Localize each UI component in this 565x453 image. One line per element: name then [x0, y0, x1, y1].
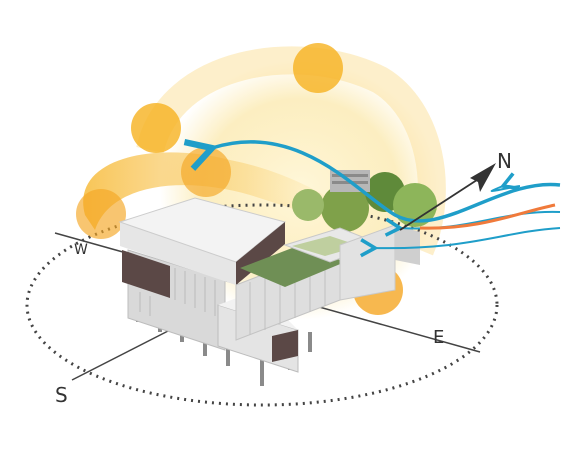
summer-sun-path: [136, 46, 446, 256]
wind-arrow-icon: [490, 172, 521, 193]
wind-arrow-icon: [183, 138, 561, 223]
winter-sun-path: [83, 152, 356, 230]
ground-orbit: [25, 203, 499, 407]
wind-arrow-icon: [359, 227, 561, 258]
building-model: [118, 197, 420, 386]
south-axis: [71, 329, 171, 381]
wind-arrow-icon: [419, 203, 556, 230]
compass-west-label: W: [74, 242, 88, 258]
sun-icon: [131, 103, 181, 153]
sun-icon: [181, 147, 231, 197]
compass-south-label: S: [55, 383, 68, 407]
sun-icon: [293, 43, 343, 93]
north-arrow-icon: [399, 163, 496, 231]
sun-icon: [76, 189, 126, 239]
compass-east-label: E: [433, 327, 444, 348]
compass-north-label: N: [497, 149, 512, 173]
